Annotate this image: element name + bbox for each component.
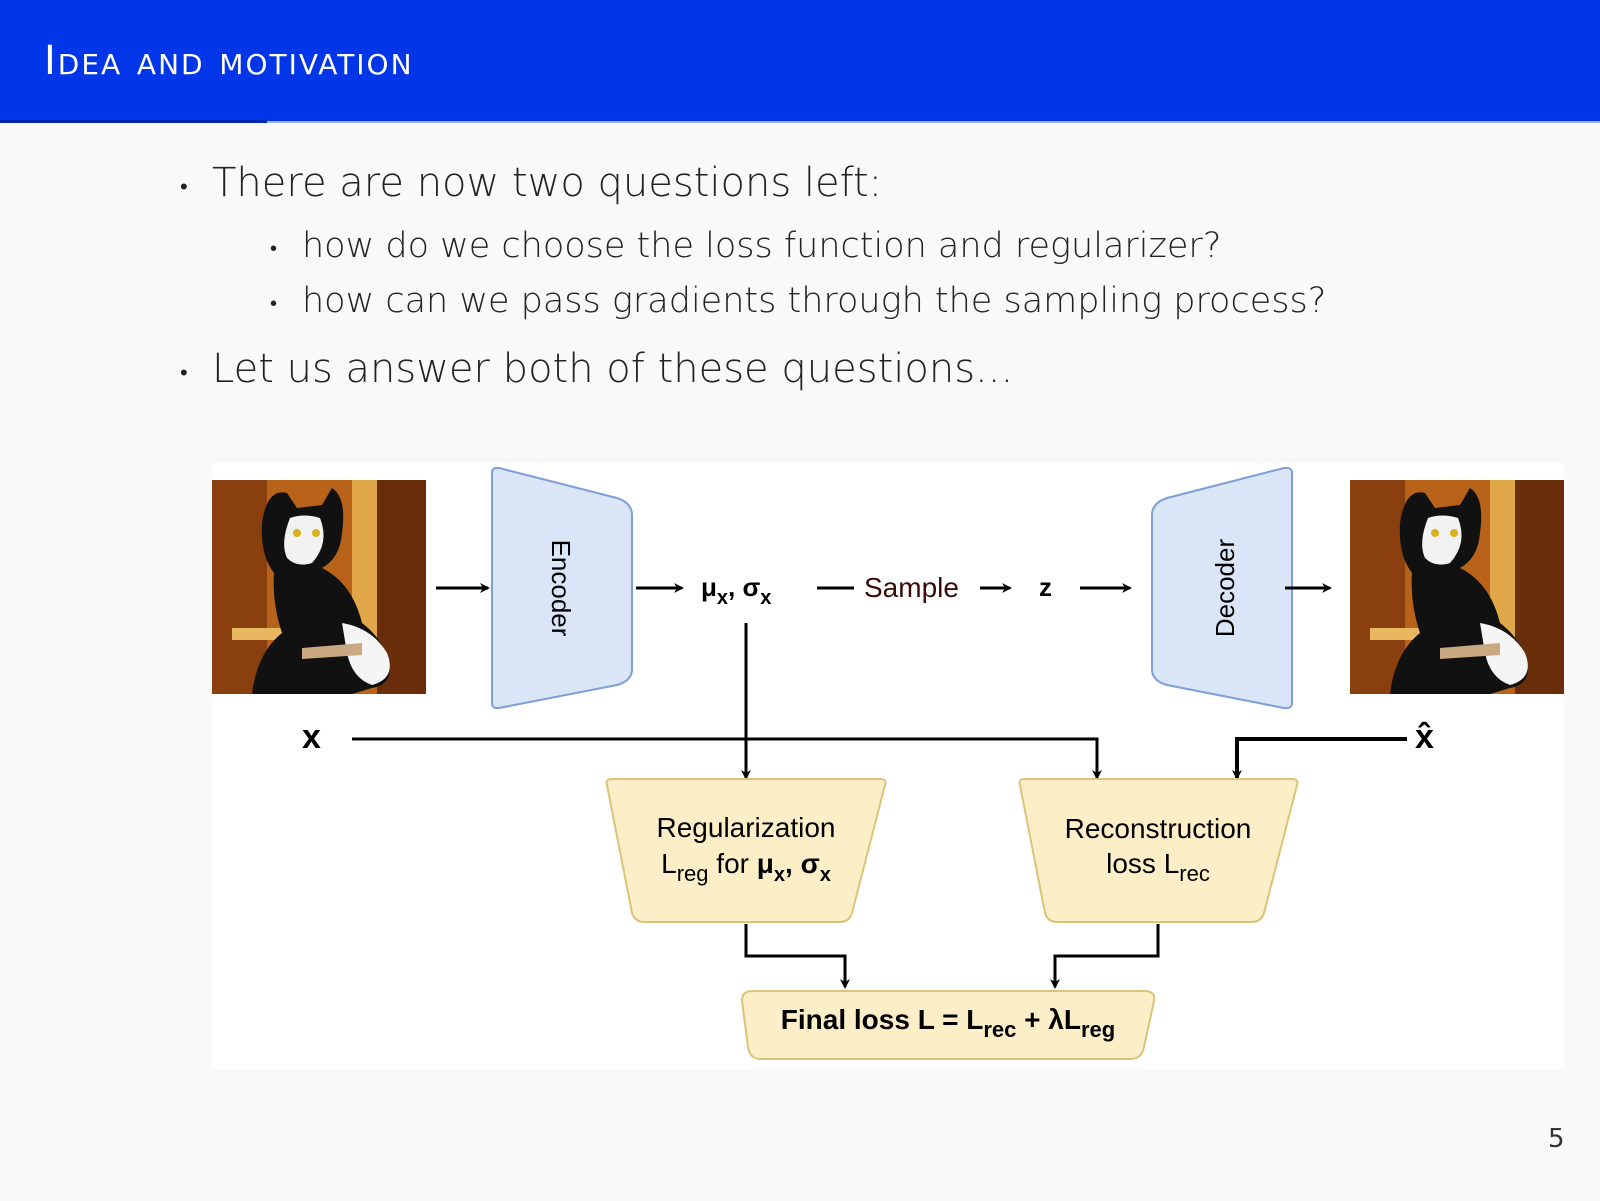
sample-label: Sample <box>864 572 959 603</box>
regularization-block <box>605 778 887 923</box>
final-loss-block <box>740 990 1156 1060</box>
x-label: x <box>302 718 321 756</box>
latent-params-label: μx, σx <box>701 572 771 609</box>
encoder-block <box>491 466 633 710</box>
bullet-1-text: There are now two questions left: <box>212 160 883 206</box>
sub-bullet-2-text: how can we pass gradients through the sa… <box>302 281 1327 321</box>
header-divider <box>267 121 1600 123</box>
xhat-label: x̂ <box>1415 718 1434 756</box>
sub-bullet-1: • how do we choose the loss function and… <box>270 226 1222 266</box>
bullet-dot-icon: • <box>180 175 188 200</box>
output-cat-image <box>1350 480 1564 694</box>
regularization-label-line2: Lreg for μx, σx <box>661 848 831 886</box>
reconstruction-label-line2: loss Lrec <box>1106 848 1210 886</box>
arrow-regularization-to-final <box>744 924 850 989</box>
reconstruction-label-line1: Reconstruction <box>1065 813 1252 844</box>
slide-header <box>0 0 1600 121</box>
input-cat-image <box>212 480 426 694</box>
slide-title: Idea and motivation <box>44 38 414 84</box>
bullet-dot-icon: • <box>180 361 188 386</box>
final-loss-label: Final loss L = Lrec + λLreg <box>781 1004 1115 1042</box>
header-progress-bar <box>0 120 267 123</box>
decoder-label: Decoder <box>1210 539 1240 638</box>
bullet-2-text: Let us answer both of these questions... <box>212 346 1014 392</box>
vae-diagram: Encoder Decoder μx, σx Sample z x x̂ Reg… <box>212 463 1564 1069</box>
arrow-x-to-reconstruction <box>352 737 1102 780</box>
bullet-1: • There are now two questions left: <box>180 160 883 206</box>
regularization-label-line1: Regularization <box>657 812 836 843</box>
bullet-2: • Let us answer both of these questions.… <box>180 346 1014 392</box>
sub-bullet-2: • how can we pass gradients through the … <box>270 281 1327 321</box>
decoder-block <box>1151 466 1293 710</box>
bullet-dot-icon: • <box>270 291 278 315</box>
reconstruction-block <box>1018 778 1299 923</box>
arrow-xhat-to-reconstruction <box>1232 737 1407 780</box>
z-label: z <box>1039 572 1052 602</box>
bullet-dot-icon: • <box>270 236 278 260</box>
page-number: 5 <box>1548 1124 1565 1154</box>
arrow-reconstruction-to-final <box>1050 924 1160 989</box>
encoder-label: Encoder <box>546 540 576 637</box>
sub-bullet-1-text: how do we choose the loss function and r… <box>302 226 1222 266</box>
